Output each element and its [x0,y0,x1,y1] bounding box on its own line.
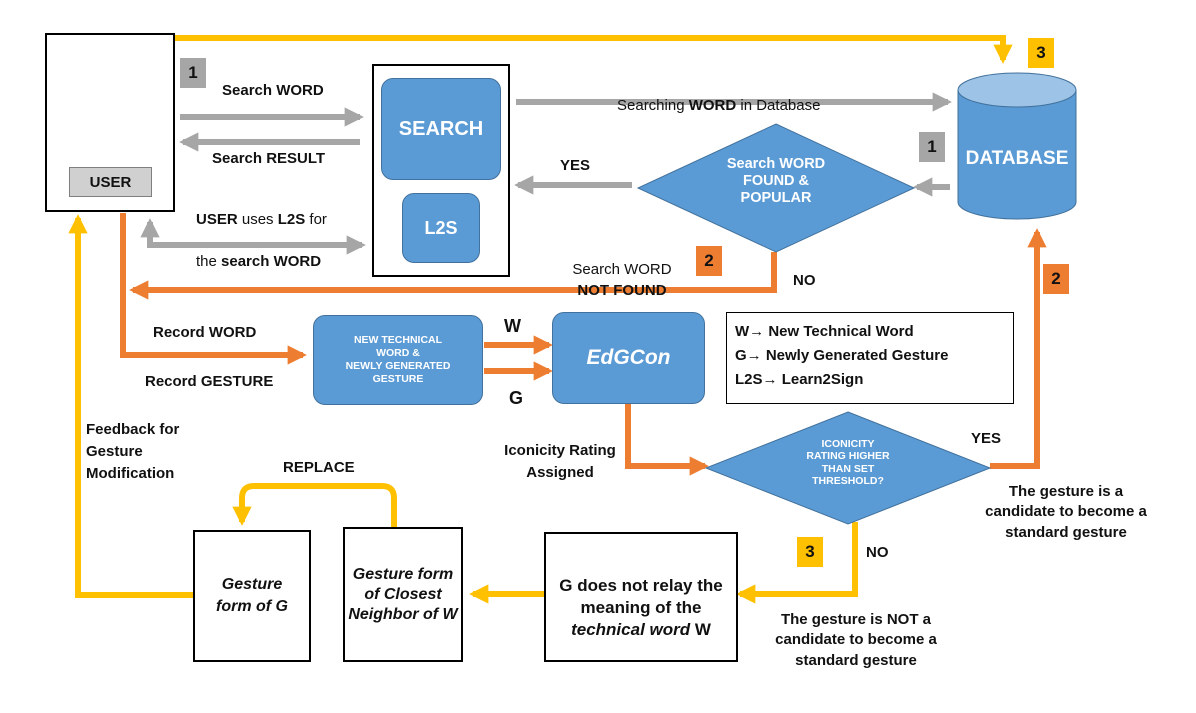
edgcon-node[interactable]: EdGCon [552,312,705,404]
badge-1-left: 1 [180,58,206,88]
search-node[interactable]: SEARCH [381,78,501,180]
badge-1-database: 1 [919,132,945,162]
label-searching-database: Searching WORD in Database [617,96,821,114]
badge-2-not-found: 2 [696,246,722,276]
label-iconicity-assigned: Iconicity Rating Assigned [504,442,616,481]
diamond-iconicity [704,411,992,525]
database-cylinder [957,72,1077,220]
label-candidate: The gesture is a candidate to become a s… [985,483,1147,541]
arrow-yes-to-database [990,228,1047,469]
label-record-gesture: Record GESTURE [145,373,274,390]
legend-row-l2s: L2S→ Learn2Sign [735,371,864,388]
gesture-g-text: Gesture form of G [216,576,288,615]
label-no-bottom: NO [866,544,889,561]
closest-neighbor-text: Gesture form of Closest Neighbor of W [348,565,458,623]
arrow-feedback-to-user [68,214,193,598]
arrow-replace [232,483,397,527]
arrow-edgcon-to-iconicity [625,403,709,476]
legend-row-g: G→ Newly Generated Gesture [735,347,949,364]
label-feedback: Feedback for Gesture Modification [86,421,180,482]
arrow-not-found-to-user [129,252,777,300]
diamond-search-found [636,123,916,253]
legend-box: W→ New Technical Word G→ Newly Generated… [726,312,1014,404]
arrow-user-to-record [120,213,307,365]
edgcon-text: EdGCon [586,346,671,369]
g-not-relay-box[interactable]: G does not relay the meaning of the tech… [544,532,738,662]
arrow-user-to-database [175,35,1013,64]
label-not-candidate: The gesture is NOT a candidate to become… [775,611,937,669]
l2s-node[interactable]: L2S [402,193,480,263]
label-g-arrow: G [509,388,524,408]
badge-3-database: 3 [1028,38,1054,68]
label-replace: REPLACE [283,459,355,476]
arrow-user-uses-l2s [140,218,366,255]
badge-2-database: 2 [1043,264,1069,294]
label-user-uses-l2s: USER uses L2S for the search WORD [196,211,327,270]
arrow-no-to-not-candidate [736,522,858,604]
diamond-search-text: Search WORD FOUND & POPULAR [726,156,826,207]
diamond-iconicity-text: ICONICITY RATING HIGHER THAN SET THRESHO… [806,438,890,488]
label-no-top: NO [793,272,816,289]
new-word-text: NEW TECHNICAL WORD & NEWLY GENERATED GES… [345,333,451,386]
user-label: USER [69,167,152,197]
database-label: DATABASE [965,148,1069,169]
label-search-word: Search WORD [222,82,324,99]
badge-3-no: 3 [797,537,823,567]
label-search-result: Search RESULT [212,150,326,167]
label-w-arrow: W [504,316,521,336]
label-yes-bottom: YES [971,430,1002,447]
g-not-relay-text: G does not relay the meaning of the tech… [559,575,723,640]
gesture-g-box[interactable]: Gesture form of G [193,530,311,662]
legend-row-w: W→ New Technical Word [735,323,914,340]
new-word-node[interactable]: NEW TECHNICAL WORD & NEWLY GENERATED GES… [313,315,483,405]
label-yes-top: YES [560,157,591,174]
label-record-word: Record WORD [153,324,257,341]
closest-neighbor-box[interactable]: Gesture form of Closest Neighbor of W [343,527,463,662]
user-box[interactable]: USER [45,33,175,212]
